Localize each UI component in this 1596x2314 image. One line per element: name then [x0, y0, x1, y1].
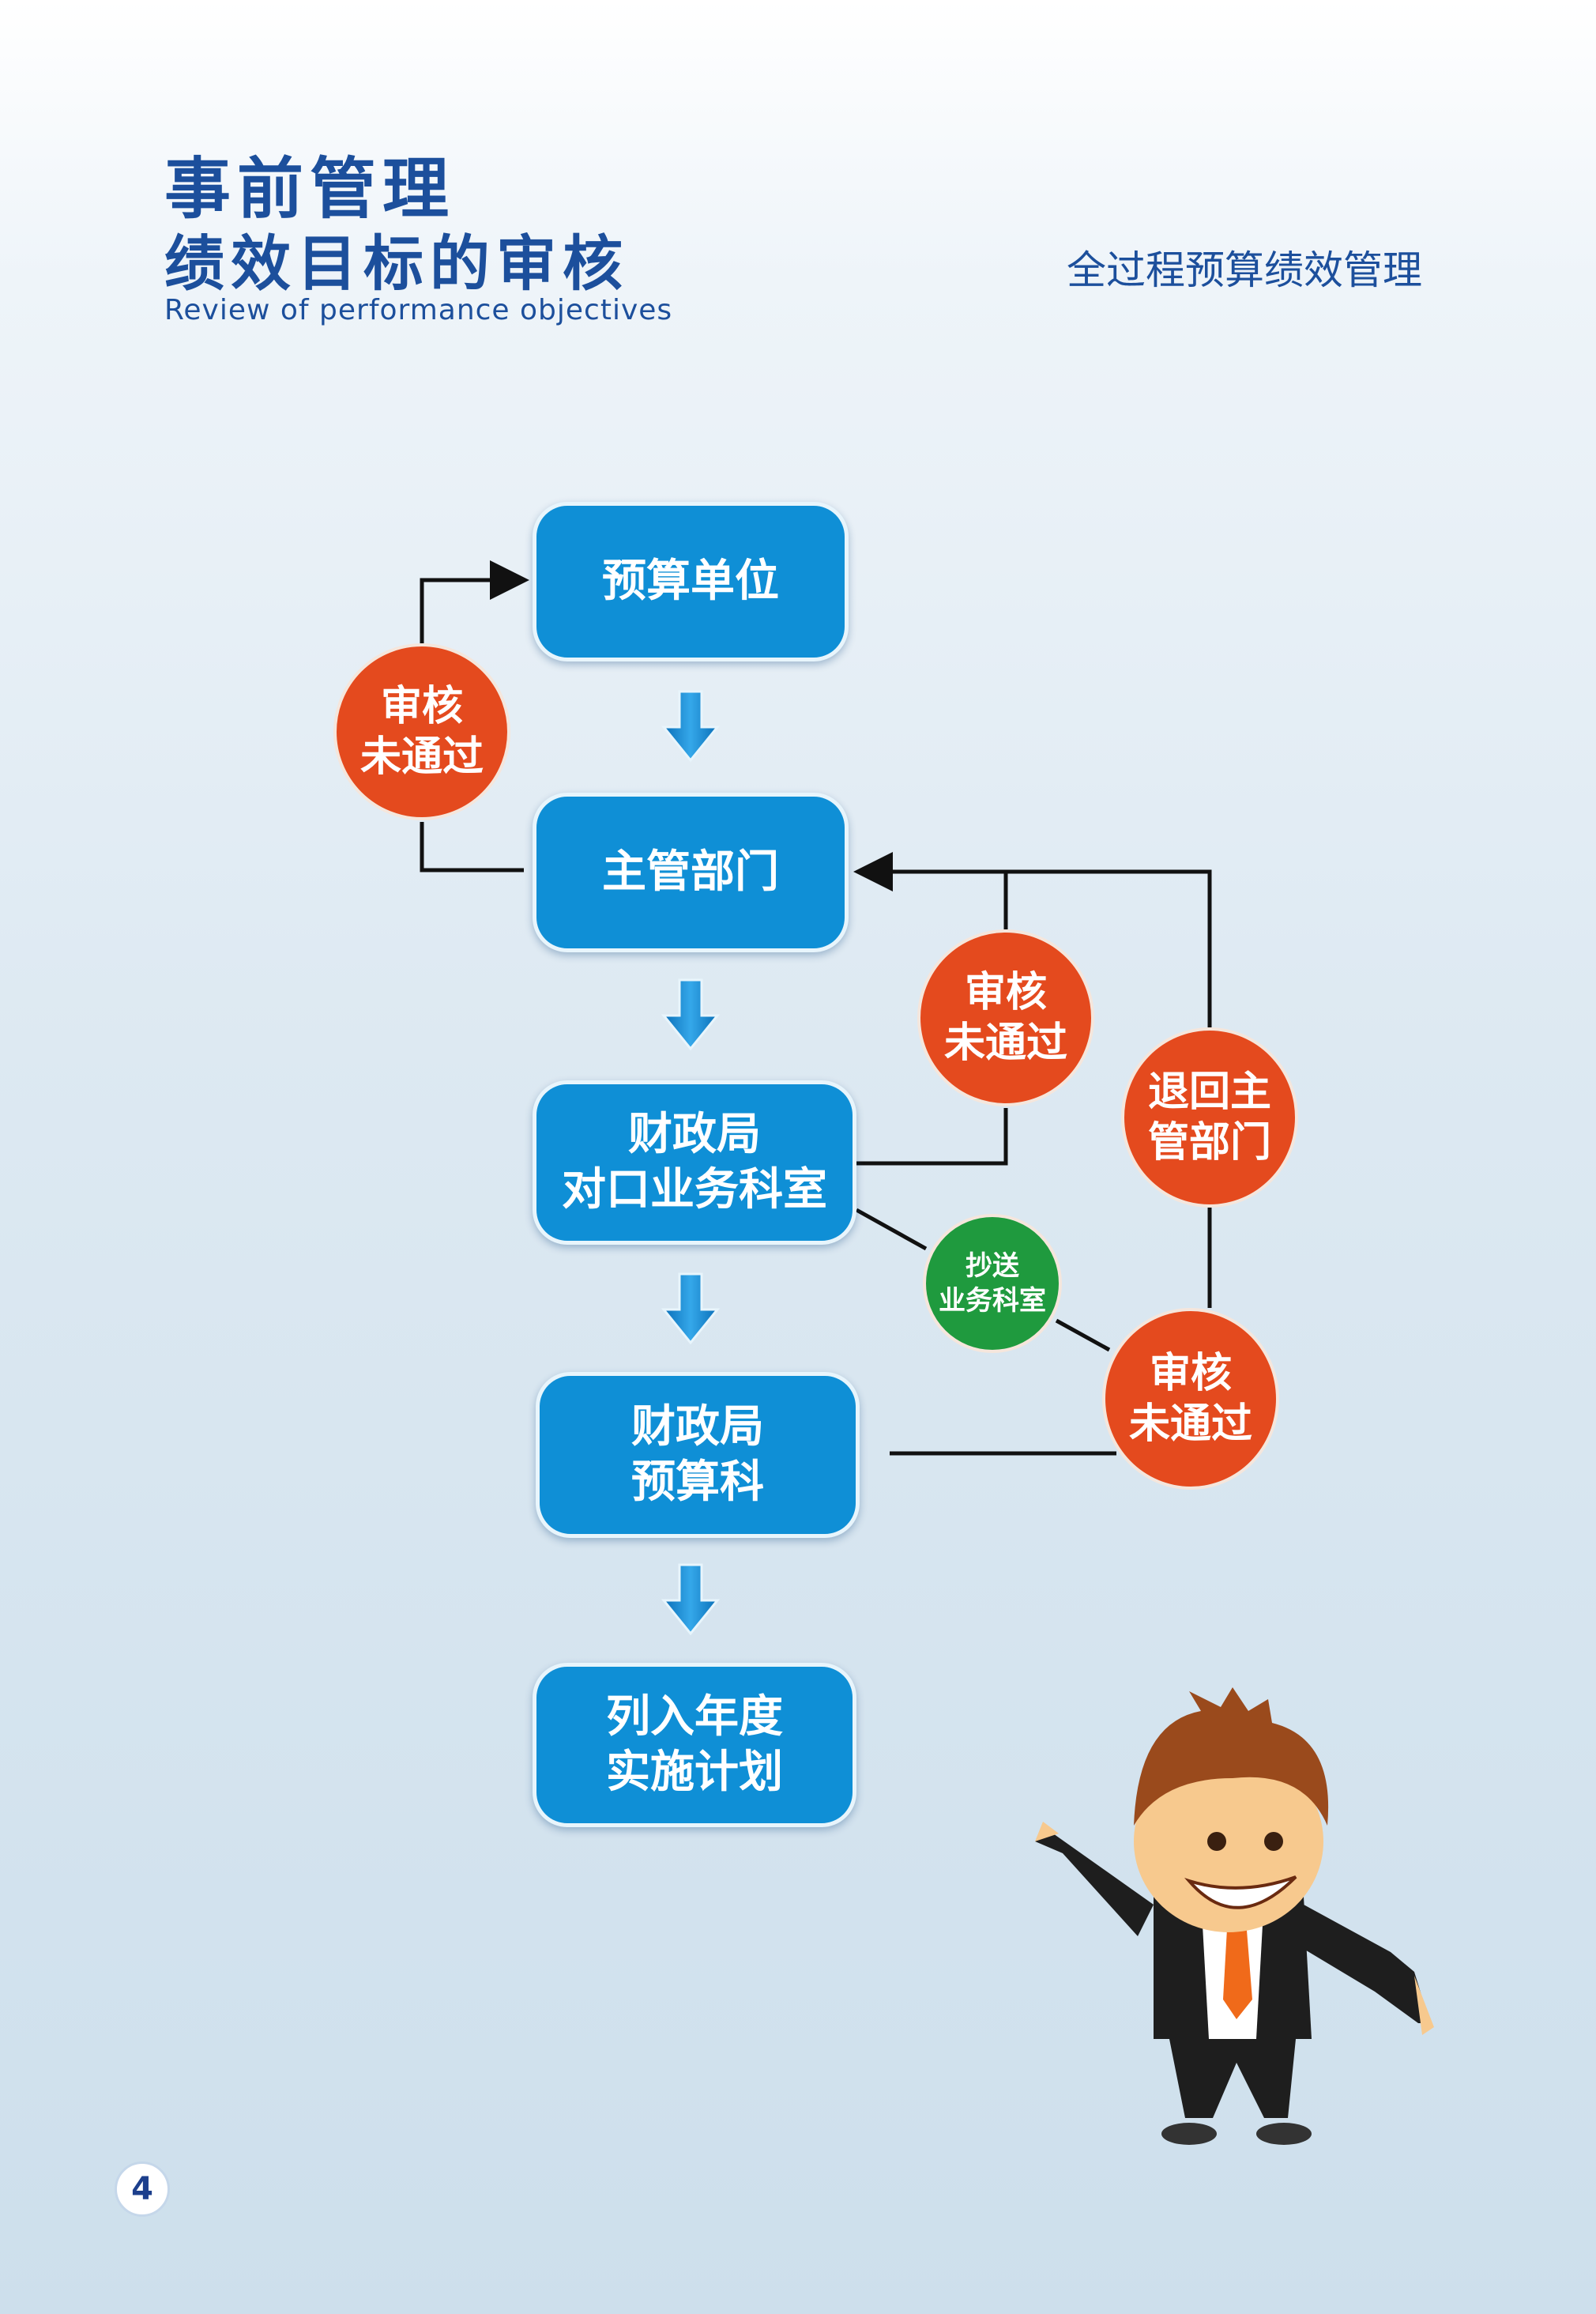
badge-label: 管部门: [1147, 1119, 1271, 1166]
section-subtitle: 绩效目标的审核: [164, 228, 629, 299]
reject-badge-left: 审核未通过: [333, 643, 510, 820]
down-arrow-icon: [661, 978, 721, 1051]
section-title: 事前管理: [164, 150, 456, 228]
down-arrow-icon: [661, 1272, 721, 1345]
reject-badge-bottom: 审核未通过: [1102, 1308, 1279, 1490]
badge-label: 审核: [1149, 1350, 1232, 1397]
flow-step-competent-dept: 主管部门: [533, 793, 849, 952]
english-title: Review of performance objectives: [164, 294, 673, 326]
loop-line-left-bottom: [420, 822, 524, 872]
loop-line-left-top: [420, 560, 529, 643]
badge-label: 退回主: [1147, 1068, 1271, 1116]
down-arrow-icon: [661, 1563, 721, 1636]
cartoon-businessman-illustration: [1035, 1687, 1434, 2145]
step-label: 对口业务科室: [562, 1164, 827, 1215]
step-label: 列入年度: [606, 1691, 783, 1743]
running-header: 全过程预算绩效管理: [1067, 247, 1422, 293]
reject-badge-mid: 审核未通过: [917, 929, 1094, 1106]
page-number: 4: [115, 2161, 170, 2217]
flow-step-finance-business-office: 财政局对口业务科室: [533, 1080, 856, 1245]
return-line: [853, 852, 1212, 1027]
badge-label: 未通过: [943, 1019, 1067, 1067]
copy-office-badge: 抄送业务科室: [923, 1214, 1062, 1353]
badge-label: 抄送: [966, 1250, 1019, 1282]
step-label: 实施计划: [606, 1747, 783, 1798]
step-label: 预算科: [631, 1457, 764, 1508]
flow-step-annual-plan: 列入年度实施计划: [533, 1663, 856, 1827]
badge-label: 未通过: [359, 733, 484, 781]
flow-step-finance-budget-section: 财政局预算科: [536, 1372, 860, 1538]
step-label: 预算单位: [602, 556, 779, 607]
step-label: 财政局: [631, 1401, 764, 1453]
badge-label: 审核: [964, 969, 1047, 1016]
badge-label: 未通过: [1128, 1400, 1252, 1448]
step-label: 主管部门: [602, 846, 779, 898]
badge-label: 审核: [380, 683, 463, 730]
return-dept-badge: 退回主管部门: [1121, 1027, 1298, 1208]
down-arrow-icon: [661, 690, 721, 763]
flow-step-budget-unit: 预算单位: [533, 502, 849, 661]
step-label: 财政局: [628, 1109, 761, 1160]
badge-label: 业务科室: [939, 1285, 1046, 1317]
